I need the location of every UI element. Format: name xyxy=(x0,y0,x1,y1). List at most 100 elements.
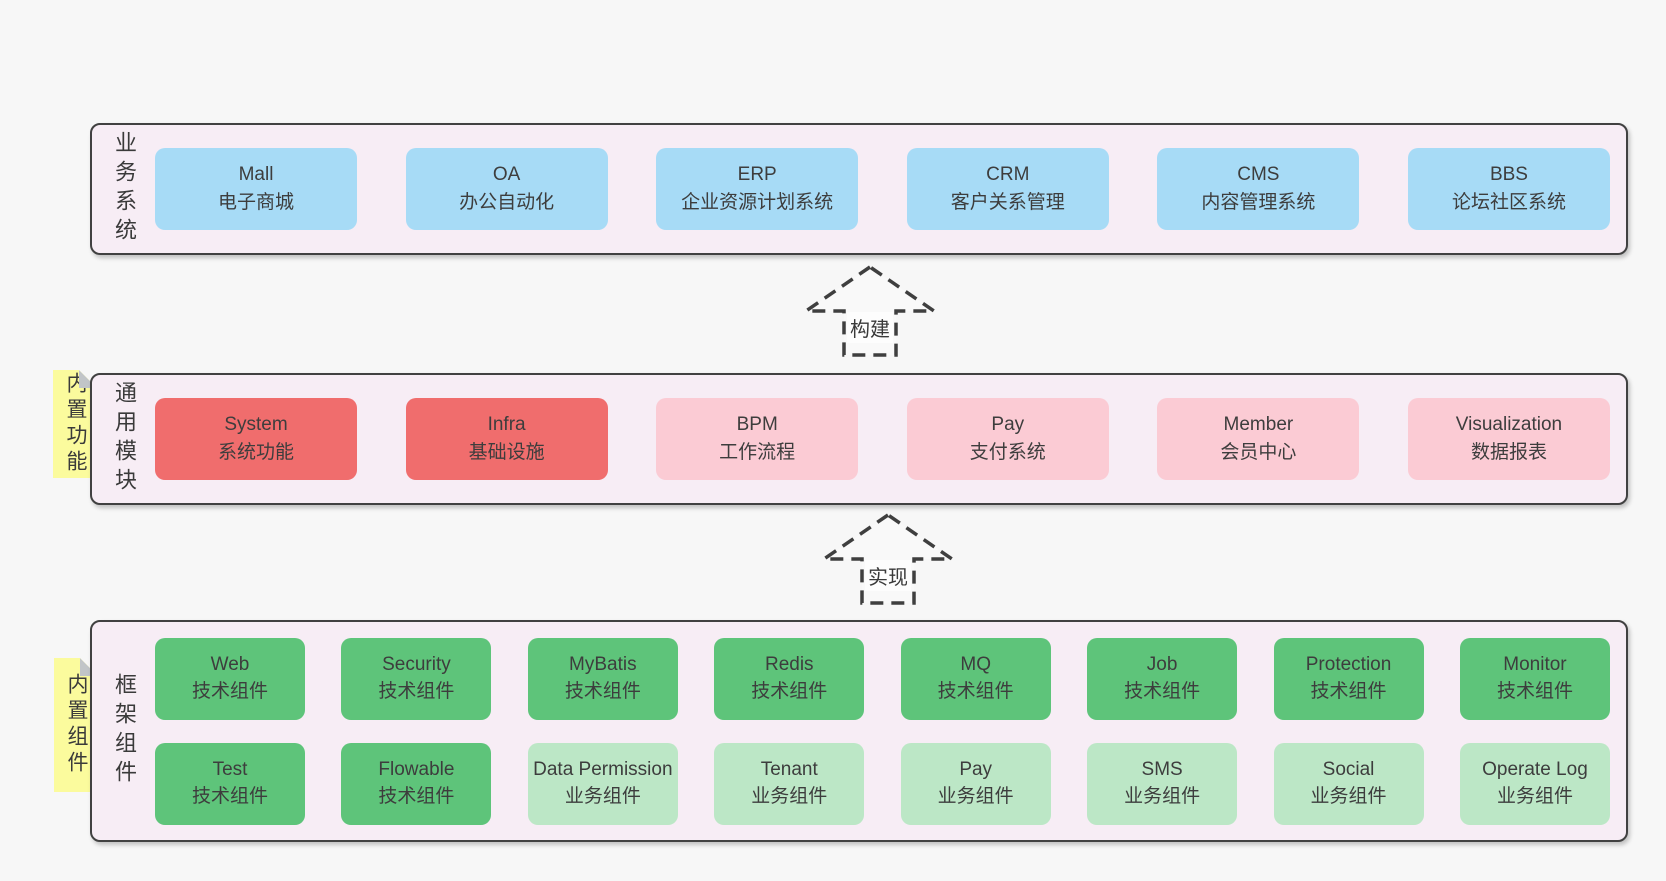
box-subtitle: 业务组件 xyxy=(1496,785,1573,807)
box-subtitle: 客户关系管理 xyxy=(950,192,1065,213)
box-title: MQ xyxy=(960,654,991,676)
box-subtitle: 内容管理系统 xyxy=(1201,192,1316,213)
box-pay-business: Pay 业务组件 xyxy=(900,742,1051,825)
box-erp: ERP 企业资源计划系统 xyxy=(656,148,859,230)
box-redis: Redis 技术组件 xyxy=(714,637,865,720)
box-title: Tenant xyxy=(760,759,818,781)
box-title: Redis xyxy=(764,654,814,676)
box-data-permission: Data Permission 业务组件 xyxy=(527,742,678,825)
box-subtitle: 技术组件 xyxy=(191,680,268,702)
box-subtitle: 数据报表 xyxy=(1470,442,1547,463)
box-mq: MQ 技术组件 xyxy=(900,637,1051,720)
up-arrow-icon xyxy=(800,264,940,357)
box-subtitle: 业务组件 xyxy=(1310,785,1387,807)
box-title: Pay xyxy=(959,759,993,781)
build-arrow: 构建 xyxy=(800,264,940,358)
box-protection: Protection 技术组件 xyxy=(1273,637,1424,720)
framework-components-grid: Web 技术组件 Security 技术组件 MyBatis 技术组件 Redi… xyxy=(144,637,1626,825)
box-sms: SMS 业务组件 xyxy=(1087,742,1238,825)
box-subtitle: 业务组件 xyxy=(1124,785,1201,807)
box-system: System 系统功能 xyxy=(155,398,357,480)
box-title: Social xyxy=(1322,759,1375,781)
box-job: Job 技术组件 xyxy=(1087,637,1238,720)
box-subtitle: 技术组件 xyxy=(378,785,455,807)
box-title: OA xyxy=(492,163,521,185)
box-title: Data Permission xyxy=(533,759,673,781)
box-title: Pay xyxy=(991,413,1025,435)
box-title: Protection xyxy=(1305,654,1392,676)
box-test: Test 技术组件 xyxy=(155,742,305,825)
box-mybatis: MyBatis 技术组件 xyxy=(527,637,678,720)
box-member: Member 会员中心 xyxy=(1157,398,1360,480)
box-title: Operate Log xyxy=(1482,759,1588,781)
box-pay: Pay 支付系统 xyxy=(906,398,1109,480)
box-oa: OA 办公自动化 xyxy=(405,148,608,230)
business-systems-panel: 业务系统 Mall 电子商城 OA 办公自动化 ERP 企业资源计划系统 CRM… xyxy=(90,123,1628,255)
built-in-features-tab: 内置功能 xyxy=(53,370,97,478)
framework-components-label: 框架组件 xyxy=(112,673,137,789)
box-bpm: BPM 工作流程 xyxy=(656,398,859,480)
box-title: Security xyxy=(382,654,451,676)
box-title: Member xyxy=(1223,413,1294,435)
box-title: Visualization xyxy=(1455,413,1563,435)
box-title: System xyxy=(224,413,288,435)
box-title: SMS xyxy=(1141,759,1183,781)
common-modules-panel: 通用模块 System 系统功能 Infra 基础设施 BPM 工作流程 Pay… xyxy=(90,373,1628,505)
business-systems-label: 业务系统 xyxy=(112,131,137,247)
box-title: MyBatis xyxy=(569,654,637,676)
box-title: Infra xyxy=(487,413,526,435)
box-subtitle: 会员中心 xyxy=(1220,442,1297,463)
box-title: BPM xyxy=(736,413,778,435)
box-subtitle: 业务组件 xyxy=(564,785,641,807)
business-systems-row: Mall 电子商城 OA 办公自动化 ERP 企业资源计划系统 CRM 客户关系… xyxy=(144,148,1626,230)
box-title: BBS xyxy=(1489,163,1528,185)
framework-row-2: Test 技术组件 Flowable 技术组件 Data Permission … xyxy=(155,742,1610,825)
box-tenant: Tenant 业务组件 xyxy=(714,742,865,825)
box-subtitle: 论坛社区系统 xyxy=(1451,192,1566,213)
box-flowable: Flowable 技术组件 xyxy=(341,742,492,825)
box-subtitle: 电子商城 xyxy=(217,192,294,213)
box-title: Flowable xyxy=(378,759,455,781)
common-modules-label: 通用模块 xyxy=(112,381,137,497)
box-monitor: Monitor 技术组件 xyxy=(1459,637,1610,720)
built-in-features-label: 内置功能 xyxy=(64,372,87,476)
framework-row-1: Web 技术组件 Security 技术组件 MyBatis 技术组件 Redi… xyxy=(155,637,1610,720)
box-subtitle: 技术组件 xyxy=(1310,680,1387,702)
box-title: Test xyxy=(212,759,248,781)
box-subtitle: 技术组件 xyxy=(1124,680,1201,702)
box-visualization: Visualization 数据报表 xyxy=(1407,398,1610,480)
box-operate-log: Operate Log 业务组件 xyxy=(1459,742,1610,825)
up-arrow-icon xyxy=(818,512,958,605)
box-subtitle: 技术组件 xyxy=(751,680,828,702)
box-social: Social 业务组件 xyxy=(1273,742,1424,825)
box-subtitle: 办公自动化 xyxy=(459,192,555,213)
box-title: CMS xyxy=(1237,163,1280,185)
box-security: Security 技术组件 xyxy=(341,637,492,720)
box-subtitle: 工作流程 xyxy=(719,442,796,463)
implement-arrow: 实现 xyxy=(818,512,958,606)
box-title: Job xyxy=(1146,654,1178,676)
box-cms: CMS 内容管理系统 xyxy=(1157,148,1360,230)
box-subtitle: 技术组件 xyxy=(564,680,641,702)
box-title: Mall xyxy=(238,163,274,185)
build-arrow-label: 构建 xyxy=(847,312,893,343)
box-title: CRM xyxy=(986,163,1030,185)
common-modules-row: System 系统功能 Infra 基础设施 BPM 工作流程 Pay 支付系统… xyxy=(144,398,1626,480)
box-subtitle: 业务组件 xyxy=(937,785,1014,807)
implement-arrow-label: 实现 xyxy=(865,560,911,591)
box-subtitle: 技术组件 xyxy=(937,680,1014,702)
box-subtitle: 基础设施 xyxy=(468,442,545,463)
box-title: Web xyxy=(210,654,250,676)
box-subtitle: 技术组件 xyxy=(378,680,455,702)
box-subtitle: 技术组件 xyxy=(1496,680,1573,702)
box-mall: Mall 电子商城 xyxy=(155,148,357,230)
box-subtitle: 企业资源计划系统 xyxy=(681,192,834,213)
framework-components-panel: 框架组件 Web 技术组件 Security 技术组件 MyBatis 技术组件… xyxy=(90,620,1628,842)
box-subtitle: 业务组件 xyxy=(751,785,828,807)
built-in-components-label: 内置组件 xyxy=(65,673,88,777)
box-web: Web 技术组件 xyxy=(155,637,305,720)
box-crm: CRM 客户关系管理 xyxy=(906,148,1109,230)
box-title: ERP xyxy=(737,163,777,185)
box-infra: Infra 基础设施 xyxy=(405,398,608,480)
